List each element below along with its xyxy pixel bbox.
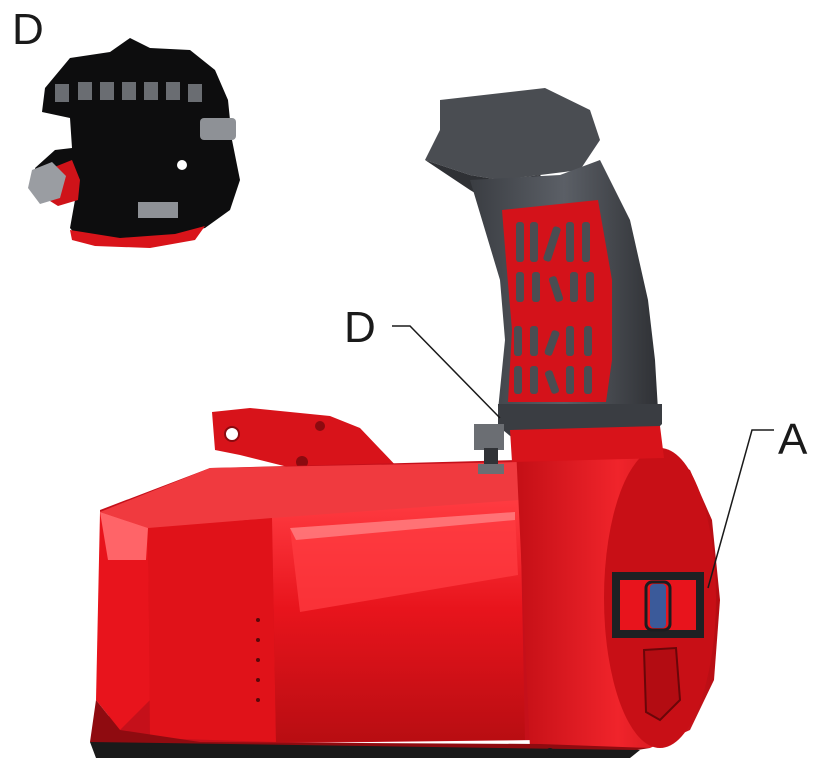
mounting-bracket — [212, 408, 400, 470]
chute-slots — [514, 222, 594, 394]
leader-line-a — [707, 429, 774, 589]
detail-callout-label: D — [344, 303, 376, 352]
part-callout-label: A — [778, 415, 808, 464]
inset-detail-d — [28, 38, 240, 248]
inset-callout-label: D — [12, 5, 44, 54]
inset-hex — [28, 162, 66, 204]
inset-pin — [177, 160, 187, 170]
discharge-chute — [425, 88, 662, 452]
leader-line-d — [392, 325, 501, 419]
bottom-skid — [90, 742, 640, 758]
main-housing — [90, 424, 720, 758]
inset-teeth — [55, 82, 202, 102]
inset-nut — [138, 202, 178, 218]
drive-fitting — [474, 424, 504, 474]
bearing-part-a — [650, 584, 666, 628]
inset-bolt-head — [200, 118, 236, 140]
